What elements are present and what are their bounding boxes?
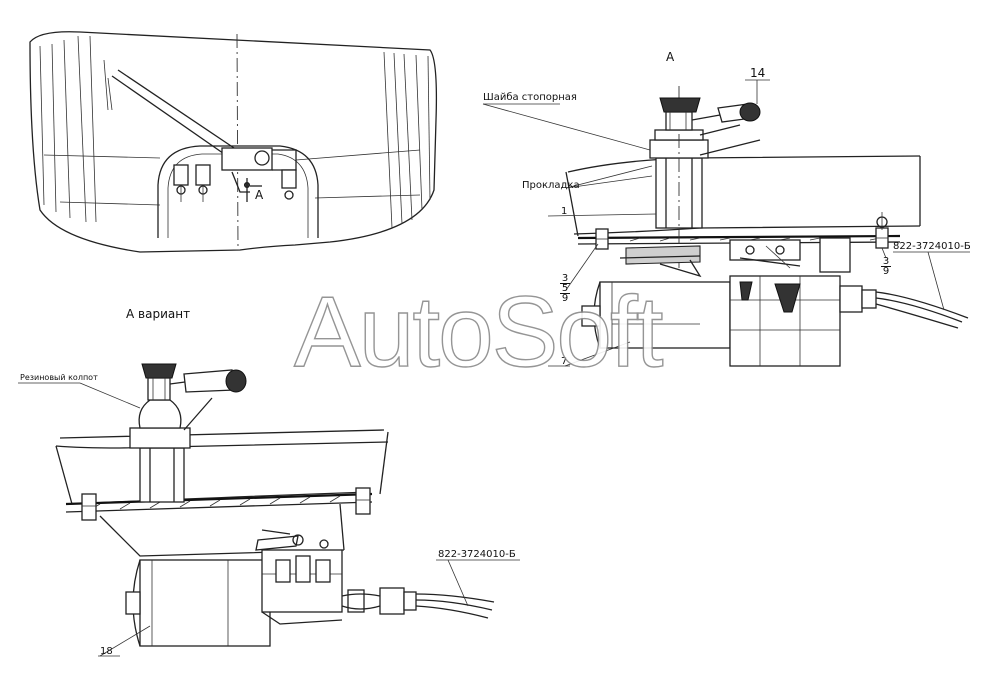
frac-right-2: 9 xyxy=(882,266,890,277)
overview-view xyxy=(29,31,438,253)
frac-left-3: 9 xyxy=(561,293,569,304)
label-harness-lower: 822-3724010-Б xyxy=(438,549,516,560)
label-stop-washer: Шайба стопорная xyxy=(483,92,577,103)
label-gasket: Прокладка xyxy=(522,180,580,191)
frac-left-bar-1 xyxy=(560,283,570,284)
variant-view-title: A вариант xyxy=(126,307,191,321)
watermark: AutoSoft xyxy=(293,276,664,388)
view-a-title: A xyxy=(666,50,675,64)
label-part-7: 7 xyxy=(561,356,568,367)
fraction-left: 3 5 9 xyxy=(559,273,571,304)
label-rubber-cap: Резиновый колпот xyxy=(20,373,98,382)
frac-left-bar-2 xyxy=(560,293,570,294)
view-a xyxy=(482,79,970,367)
variant-view xyxy=(18,363,520,657)
fraction-right: 3 9 xyxy=(880,256,892,277)
frac-left-2: 5 xyxy=(561,283,569,294)
frac-left-1: 3 xyxy=(561,273,569,284)
overview-section-marker: A xyxy=(255,188,264,202)
label-part-1: 1 xyxy=(561,206,568,217)
frac-right-bar xyxy=(881,266,891,267)
label-part-14: 14 xyxy=(750,66,766,80)
label-harness-upper: 822-3724010-Б xyxy=(893,241,971,252)
frac-right-1: 3 xyxy=(882,256,890,267)
label-part-18: 18 xyxy=(100,646,113,657)
